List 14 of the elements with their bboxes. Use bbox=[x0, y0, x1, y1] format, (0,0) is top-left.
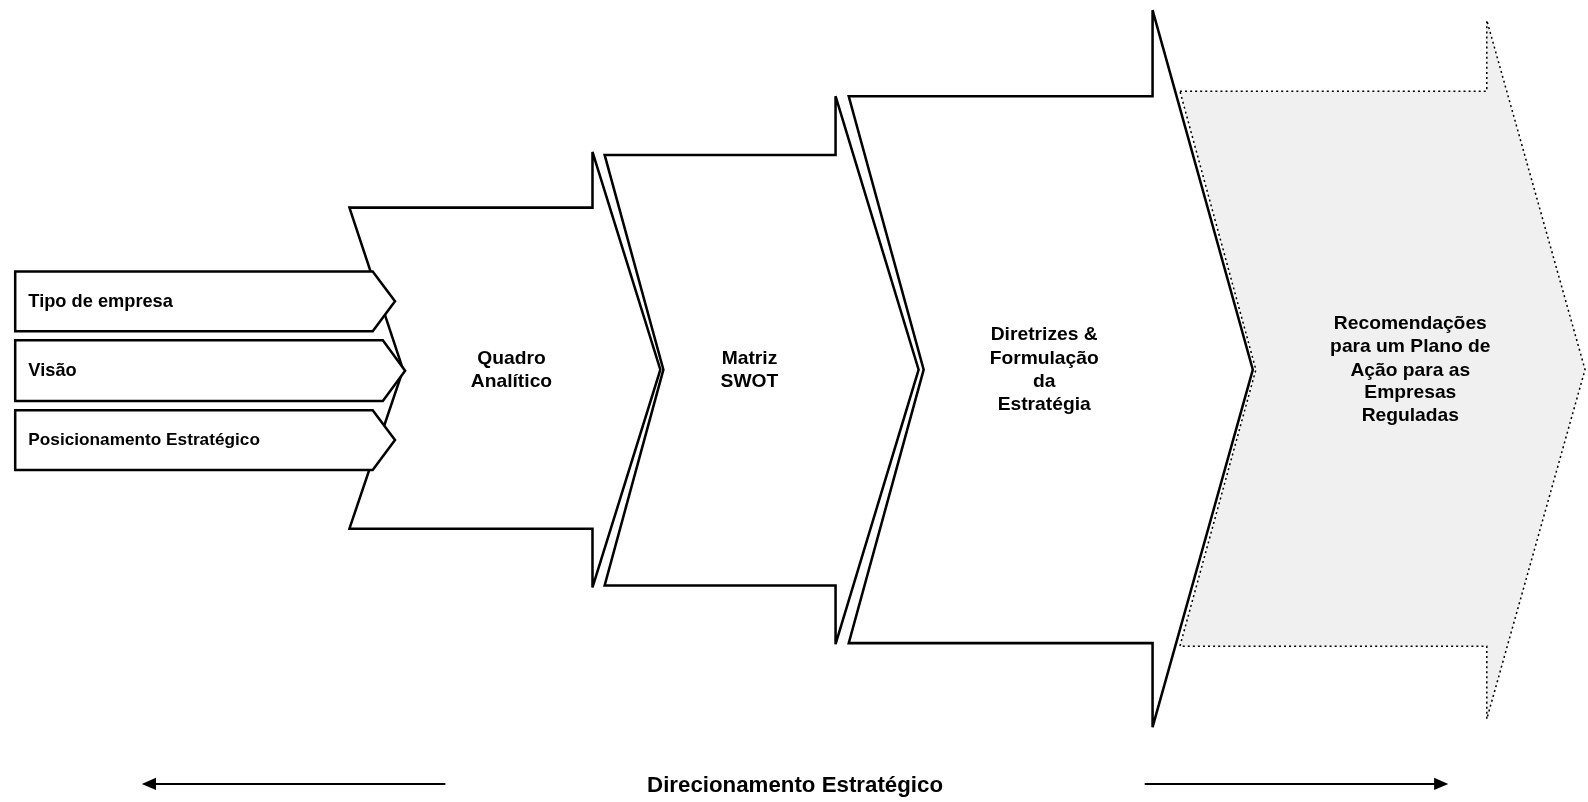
chevron-block bbox=[846, 8, 1255, 730]
node-label: Recomendações para um Plano de Ação para as Empresas Reguladas bbox=[1329, 311, 1492, 428]
dotted-chevron-block bbox=[1177, 18, 1588, 722]
chevron-block bbox=[347, 149, 663, 590]
input-pentagon bbox=[13, 408, 397, 472]
chevron-block bbox=[602, 94, 921, 647]
input-pentagon bbox=[13, 269, 397, 334]
node-label: Posicionamento Estratégico bbox=[28, 429, 260, 451]
node-label: Matriz SWOT bbox=[719, 346, 780, 393]
node-label: Visão bbox=[28, 359, 77, 382]
node-label: Tipo de empresa bbox=[28, 290, 173, 313]
node-label: Diretrizes & Formulação da Estratégia bbox=[988, 323, 1100, 416]
axis-label: Direcionamento Estratégico bbox=[647, 770, 943, 799]
node-label: Quadro Analítico bbox=[469, 346, 554, 393]
